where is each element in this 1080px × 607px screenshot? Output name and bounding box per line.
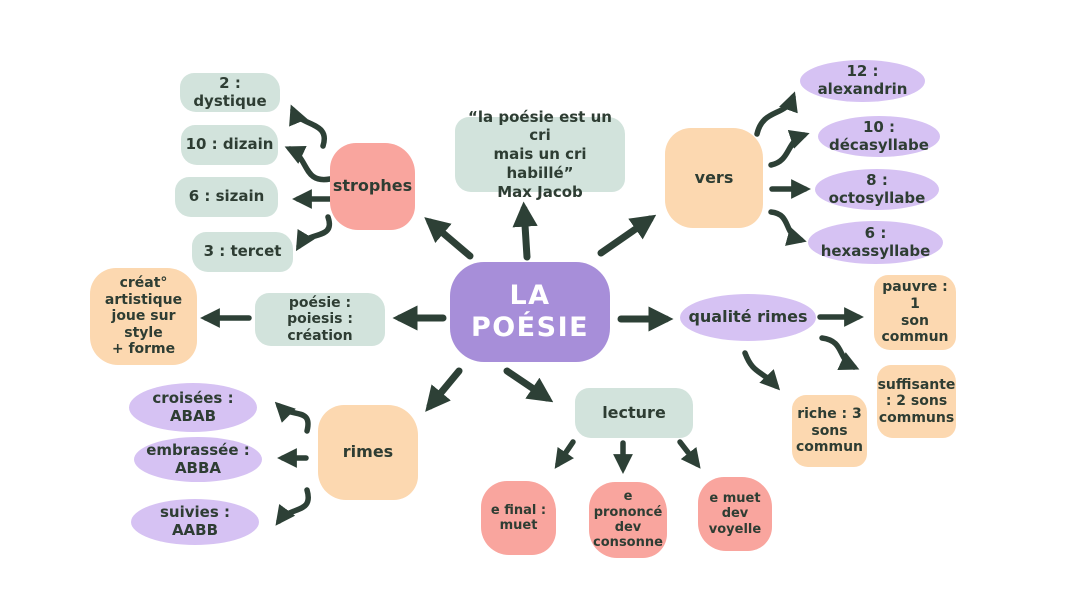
node-rimes-croisees: croisées : ABAB <box>129 383 257 432</box>
branch-lecture: lecture <box>575 388 693 438</box>
node-octosyllabe: 8 : octosyllabe <box>815 169 939 210</box>
node-rimes-embrassee: embrassée : ABBA <box>134 437 262 482</box>
quote-text: “la poésie est un cri mais un cri habill… <box>468 107 612 182</box>
node-alexandrin: 12 : alexandrin <box>800 60 925 102</box>
arrow-vers-hexassyllabe <box>768 209 807 246</box>
arrow-center-rimes <box>425 367 463 412</box>
node-e-muet-dev-voyelle: e muet dev voyelle <box>698 477 772 551</box>
arrow-lecture-e-final <box>554 439 576 469</box>
arrow-qualite-suffisante <box>819 335 860 371</box>
quote-card: “la poésie est un cri mais un cri habill… <box>455 108 625 201</box>
arrow-strophes-dizain <box>284 146 333 183</box>
quote-author: Max Jacob <box>497 182 583 201</box>
arrow-strophes-tercet <box>295 214 333 252</box>
branch-strophes: strophes <box>330 143 415 230</box>
arrow-rimes-croisees <box>274 401 311 434</box>
node-decasyllabe: 10 : décasyllabe <box>818 116 940 157</box>
arrow-center-lecture <box>503 367 554 403</box>
branch-vers: vers <box>665 128 763 228</box>
node-dystique: 2 : dystique <box>180 73 280 112</box>
node-sizain: 6 : sizain <box>175 177 278 217</box>
arrow-lecture-e-muet <box>677 439 701 469</box>
central-topic: LA POÉSIE <box>450 262 610 362</box>
node-rime-riche: riche : 3 sons commun <box>792 395 867 467</box>
node-e-prononce-dev-consonne: e prononcé dev consonne <box>589 482 667 558</box>
arrow-center-quote <box>512 201 538 261</box>
node-creation-artistique: créat° artistique joue sur style + forme <box>90 268 197 365</box>
arrow-center-vers <box>597 214 657 257</box>
arrow-center-strophes <box>424 217 474 260</box>
arrow-qualite-riche <box>742 350 781 391</box>
arrow-strophes-dystique <box>289 104 328 149</box>
arrow-vers-alexandrin <box>754 91 798 137</box>
node-dizain: 10 : dizain <box>181 125 278 165</box>
arrow-rimes-suivies <box>275 487 311 526</box>
node-rimes-suivies: suivies : AABB <box>131 499 259 545</box>
node-rime-suffisante: suffisante : 2 sons communs <box>877 365 956 438</box>
node-rime-pauvre: pauvre : 1 son commun <box>874 275 956 350</box>
branch-etymologie: poésie : poiesis : création <box>255 293 385 346</box>
branch-rimes: rimes <box>318 405 418 500</box>
node-hexassyllabe: 6 : hexassyllabe <box>808 221 943 264</box>
arrow-vers-decasyllabe <box>768 130 810 168</box>
node-tercet: 3 : tercet <box>192 232 293 272</box>
node-e-final-muet: e final : muet <box>481 481 556 555</box>
branch-qualite-rimes: qualité rimes <box>680 294 816 341</box>
